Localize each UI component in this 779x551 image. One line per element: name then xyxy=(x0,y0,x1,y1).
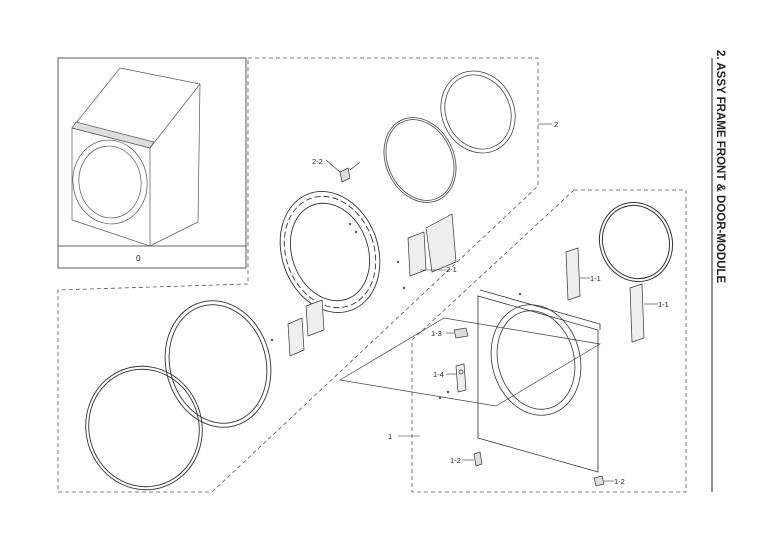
frame-front-boundary xyxy=(411,189,687,493)
door-frame-ring xyxy=(279,191,381,313)
callout-1-2a: 1-2 xyxy=(450,456,461,465)
latch-1-4 xyxy=(455,363,467,393)
small-screws xyxy=(270,222,522,400)
callout-2-2: 2-2 xyxy=(312,157,323,166)
callout-1-1a: 1-1 xyxy=(590,274,601,283)
callout-1-4: 1-4 xyxy=(433,370,444,379)
callout-1-3: 1-3 xyxy=(431,329,442,338)
door-hinge-bracket xyxy=(287,299,325,357)
clip-part xyxy=(473,451,605,487)
callout-1-1b: 1-1 xyxy=(658,300,669,309)
gasket-ring xyxy=(599,201,673,283)
page-title-column: 2. ASSY FRAME FRONT & DOOR-MODULE xyxy=(700,0,740,551)
door-glass-upper xyxy=(383,70,516,203)
callout-2: 2 xyxy=(554,120,558,129)
callout-0: 0 xyxy=(136,254,141,263)
screw-1-3 xyxy=(453,327,469,339)
callout-1-2b: 1-2 xyxy=(614,477,625,486)
page-title: 2. ASSY FRAME FRONT & DOOR-MODULE xyxy=(714,50,726,284)
door-glass-lower xyxy=(85,300,272,491)
hinge-part xyxy=(407,213,457,277)
inner-sheet xyxy=(339,317,601,407)
callout-1: 1 xyxy=(388,432,392,441)
door-module-boundary xyxy=(57,57,539,493)
callout-2-1: 2-1 xyxy=(446,265,457,274)
bracket-part xyxy=(565,247,645,343)
screw-part xyxy=(339,161,361,183)
washer-thumbnail xyxy=(71,67,201,247)
assembly-thumbnail-box xyxy=(57,57,247,269)
front-frame-panel xyxy=(477,289,601,473)
